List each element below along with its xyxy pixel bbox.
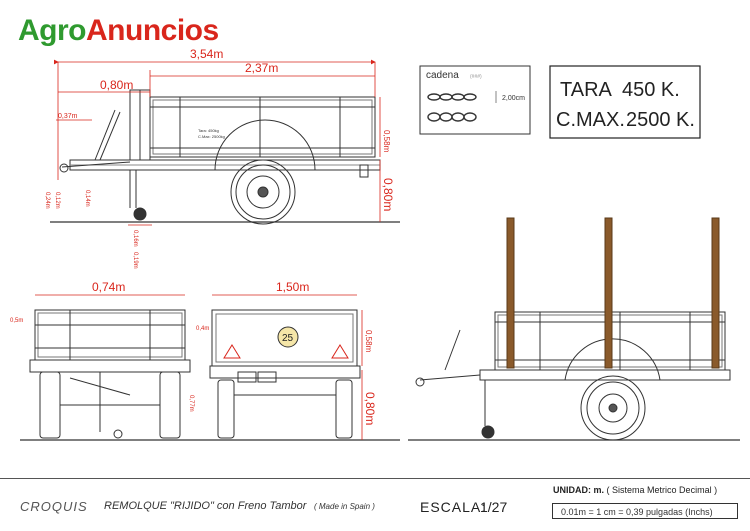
dim-small-2: 0,12m: [54, 192, 60, 209]
dim-small-3: 0,14m: [84, 190, 90, 207]
wooden-stakes: [506, 217, 720, 369]
chain-note: (###): [470, 74, 482, 80]
speed-badge: 25: [282, 333, 294, 344]
chain-size: 2,00cm: [502, 95, 525, 102]
tara-value: 450 K.: [622, 79, 680, 101]
rear-angle-dimensions: 0,74m 0,5m 0,4m 0,77m: [10, 280, 209, 412]
dim-side-height: 0,58m: [382, 130, 391, 153]
dim-hitch-offset: 0,37m: [58, 113, 78, 120]
weight-box: TARA 450 K. C.MAX. 2500 K.: [549, 65, 701, 139]
drawing-title: REMOLQUE "RIJIDO" con Freno Tambor: [104, 500, 307, 512]
dim-rear-side-height: 0,58m: [364, 330, 373, 353]
dim-small-4: 0,16m: [132, 230, 138, 247]
cmax-label: C.MAX.: [556, 109, 625, 131]
side-view: Tara: 450kg C.Max: 2500kg: [50, 89, 400, 225]
logo-part-anuncios: Anuncios: [86, 14, 219, 47]
tara-label: TARA: [560, 79, 613, 101]
dim-box-length: 2,37m: [245, 61, 278, 75]
dim-tongue-length: 0,80m: [100, 78, 133, 92]
unit-label: UNIDAD:: [553, 485, 591, 495]
dim-small-8: 0,77m: [188, 395, 194, 412]
side-plate-line2: C.Max: 2500kg: [198, 134, 225, 139]
unit-system: ( Sistema Metrico Decimal ): [606, 485, 718, 495]
scale-label: ESCALA:: [420, 499, 487, 515]
side-plate-line1: Tara: 450kg: [198, 128, 219, 133]
dim-small-1: 0,24m: [44, 192, 50, 209]
dim-rear-width: 0,74m: [92, 280, 125, 294]
agroanuncios-logo[interactable]: AgroAnuncios: [18, 14, 219, 48]
dim-small-6: 0,5m: [10, 318, 23, 324]
chain-label: cadena: [426, 70, 459, 81]
unit-value: m.: [593, 485, 605, 495]
made-in-label: ( Made in Spain ): [314, 502, 375, 511]
cmax-value: 2500 K.: [626, 109, 695, 131]
rear-angle-view: [20, 309, 205, 441]
chain-detail: cadena (###) 2,00cm: [419, 65, 531, 135]
dim-overall-length: 3,54m: [190, 47, 223, 61]
title-block: CROQUIS REMOLQUE "RIJIDO" con Freno Tamb…: [0, 478, 750, 531]
croquis-label: CROQUIS: [20, 499, 88, 514]
scale-value: 1/27: [480, 499, 508, 515]
dim-deck-height: 0,80m: [381, 178, 395, 211]
dim-small-7: 0,4m: [196, 326, 209, 332]
side-view-dimensions: 3,54m 2,37m 0,80m 0,58m 0,80m 0,37m 0,24…: [44, 47, 395, 269]
side-wheel: [230, 159, 296, 225]
logo-part-agro: Agro: [18, 14, 87, 47]
stake-side-view: [408, 311, 740, 441]
rear-view-dimensions: 1,50m 0,58m 0,80m: [212, 280, 377, 440]
dim-small-5: 0,19m: [132, 252, 138, 269]
dim-front-width: 1,50m: [276, 280, 309, 294]
unit-conversion: 0.01m = 1 cm = 0,39 pulgadas (Inchs): [552, 503, 738, 519]
dim-rear-deck-height: 0,80m: [363, 392, 377, 425]
unit-line: UNIDAD: m. ( Sistema Metrico Decimal ): [553, 485, 717, 495]
rear-view: [205, 309, 400, 441]
